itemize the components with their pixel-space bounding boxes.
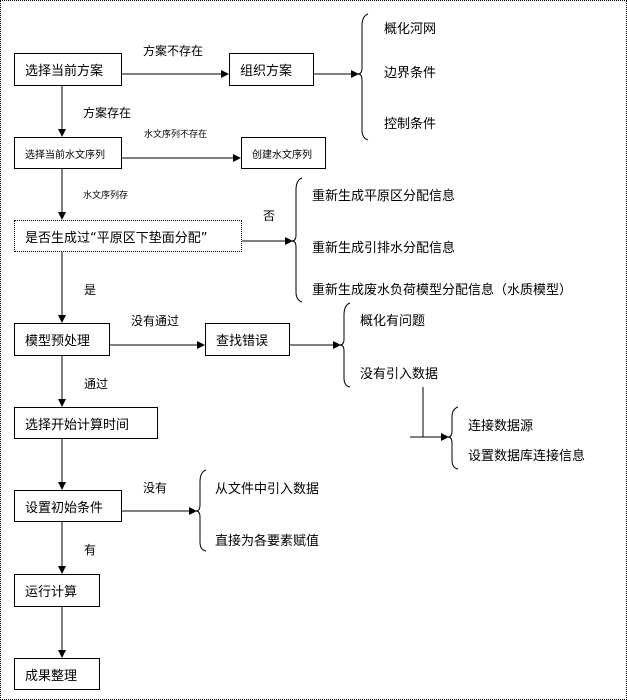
edge-label: 水文序列存 xyxy=(83,191,129,201)
check-distribution-box: 是否生成过“平原区下垫面分配” xyxy=(14,220,242,252)
list-item: 重新生成引排水分配信息 xyxy=(312,241,456,256)
edge-label: 有 xyxy=(84,543,97,557)
list-item: 重新生成废水负荷模型分配信息（水质模型） xyxy=(312,283,573,298)
list-item: 概化河网 xyxy=(384,22,437,37)
brace-organize xyxy=(357,13,369,141)
results-box: 成果整理 xyxy=(14,658,100,690)
edge-label: 没有 xyxy=(143,481,168,495)
list-item: 边界条件 xyxy=(384,66,437,81)
list-item: 直接为各要素赋值 xyxy=(215,534,320,549)
run-box: 运行计算 xyxy=(14,574,100,607)
preprocess-box: 模型预处理 xyxy=(14,323,110,356)
brace-regen xyxy=(291,177,303,303)
edge-label: 是 xyxy=(84,283,97,297)
list-item: 设置数据库连接信息 xyxy=(468,449,586,464)
select-plan-box: 选择当前方案 xyxy=(14,53,122,86)
find-error-box: 查找错误 xyxy=(205,323,290,356)
edge-label: 方案不存在 xyxy=(143,44,204,58)
edge-label: 否 xyxy=(263,209,276,223)
edge-label: 水文序列不存在 xyxy=(144,130,208,140)
list-item: 控制条件 xyxy=(384,117,437,132)
list-item: 没有引入数据 xyxy=(360,367,439,382)
edge-label: 没有通过 xyxy=(131,314,180,328)
list-item: 连接数据源 xyxy=(468,419,534,434)
edge-label: 方案存在 xyxy=(83,106,132,120)
create-hydro-box: 创建水文序列 xyxy=(241,137,326,169)
brace-init xyxy=(195,469,207,552)
edge-label: 通过 xyxy=(84,377,109,391)
select-hydro-box: 选择当前水文序列 xyxy=(14,137,122,169)
organize-plan-box: 组织方案 xyxy=(229,53,314,86)
brace-datasource xyxy=(447,406,459,470)
select-time-box: 选择开始计算时间 xyxy=(14,407,158,439)
list-item: 重新生成平原区分配信息 xyxy=(312,189,456,204)
list-item: 从文件中引入数据 xyxy=(215,482,320,497)
init-cond-box: 设置初始条件 xyxy=(14,490,122,522)
brace-errors xyxy=(339,302,351,388)
list-item: 概化有问题 xyxy=(360,314,426,329)
